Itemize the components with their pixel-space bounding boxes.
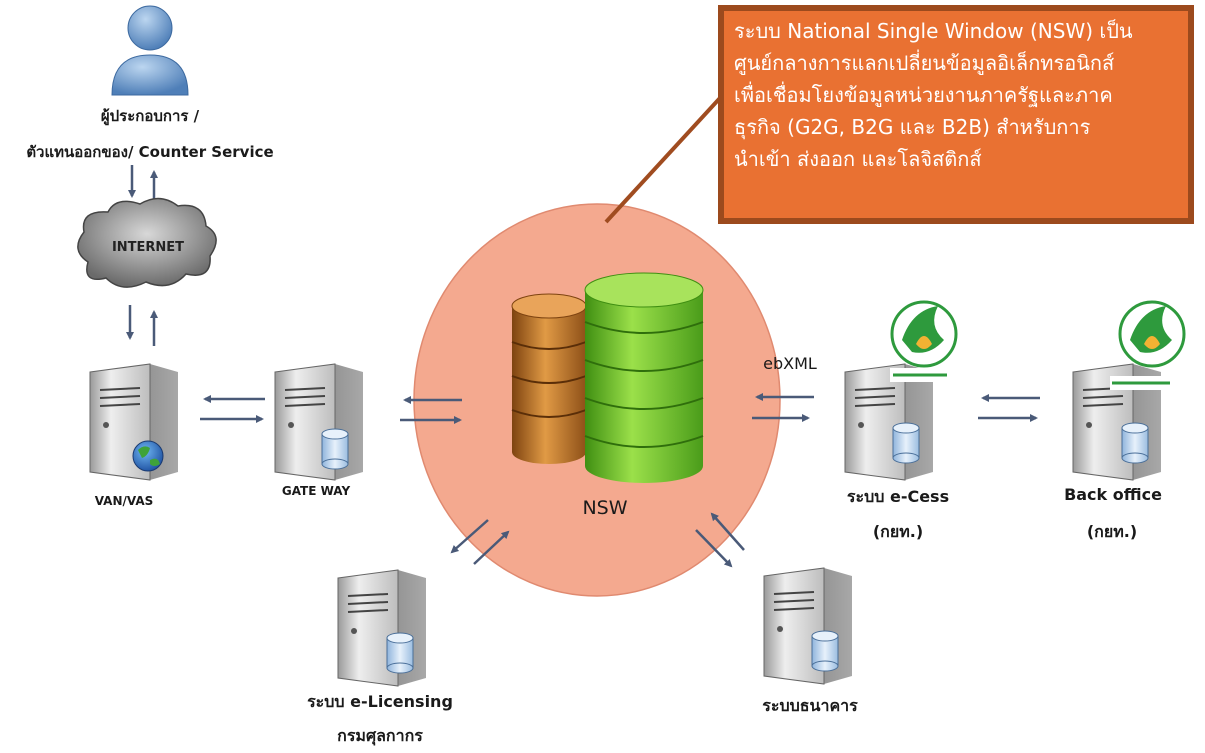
backoffice-database-icon bbox=[1121, 422, 1149, 464]
nsw-label: NSW bbox=[582, 497, 628, 519]
callout-pointer-line bbox=[604, 96, 722, 224]
gateway-database-icon bbox=[321, 428, 349, 470]
gateway-label: GATE WAY bbox=[281, 484, 351, 498]
callout-line: ศูนย์กลางการแลกเปลี่ยนข้อมูลอิเล็กทรอนิก… bbox=[734, 51, 1115, 75]
backoffice-label-line1: Back office bbox=[1064, 485, 1162, 504]
callout-line: ระบบ National Single Window (NSW) เป็น bbox=[734, 19, 1133, 43]
elicensing-label-line2: กรมศุลกากร bbox=[337, 726, 423, 745]
backoffice-label-line2: (กยท.) bbox=[1086, 522, 1138, 541]
elicensing-server-icon bbox=[337, 569, 426, 687]
ecess-rubber-authority-logo-icon bbox=[890, 300, 958, 368]
internet-cloud-icon bbox=[77, 197, 217, 288]
internet-van-arrows bbox=[126, 305, 158, 346]
callout-line: นำเข้า ส่งออก และโลจิสติกส์ bbox=[734, 147, 982, 171]
nsw-green-database-icon bbox=[584, 272, 704, 483]
ecess-label-line1: ระบบ e-Cess bbox=[846, 487, 950, 506]
van-gateway-arrows bbox=[200, 395, 265, 423]
nsw-description-callout: ระบบ National Single Window (NSW) เป็น ศ… bbox=[718, 5, 1194, 224]
bank-database-icon bbox=[811, 630, 839, 672]
globe-icon bbox=[132, 440, 164, 472]
van-label: VAN/VAS bbox=[94, 494, 154, 508]
nsw-orange-database-icon bbox=[511, 293, 587, 464]
user-person-icon bbox=[111, 5, 189, 96]
user-label-line2: ตัวแทนออกของ/ Counter Service bbox=[26, 143, 274, 161]
gateway-nsw-arrows bbox=[400, 396, 462, 424]
callout-line: เพื่อเชื่อมโยงข้อมูลหน่วยงานภาครัฐและภาค bbox=[734, 83, 1113, 107]
bank-server-icon bbox=[763, 567, 852, 685]
nsw-bank-arrows bbox=[695, 512, 745, 568]
internet-label: INTERNET bbox=[111, 240, 185, 255]
ecess-backoffice-arrows bbox=[978, 394, 1040, 422]
nsw-ecess-arrows bbox=[752, 393, 814, 422]
ecess-label-line2: (กยท.) bbox=[872, 522, 924, 541]
gateway-server-icon bbox=[274, 363, 363, 481]
callout-line: ธุรกิจ (G2G, B2G และ B2B) สำหรับการ bbox=[734, 115, 1091, 139]
nsw-elicensing-arrows bbox=[450, 519, 510, 565]
ebxml-label: ebXML bbox=[763, 354, 817, 373]
elicensing-database-icon bbox=[386, 632, 414, 674]
bank-label: ระบบธนาคาร bbox=[762, 696, 858, 715]
user-label-line1: ผู้ประกอบการ / bbox=[100, 107, 200, 125]
ecess-database-icon bbox=[892, 422, 920, 464]
elicensing-label-line1: ระบบ e-Licensing bbox=[307, 692, 453, 711]
backoffice-rubber-authority-logo-icon bbox=[1118, 300, 1186, 368]
